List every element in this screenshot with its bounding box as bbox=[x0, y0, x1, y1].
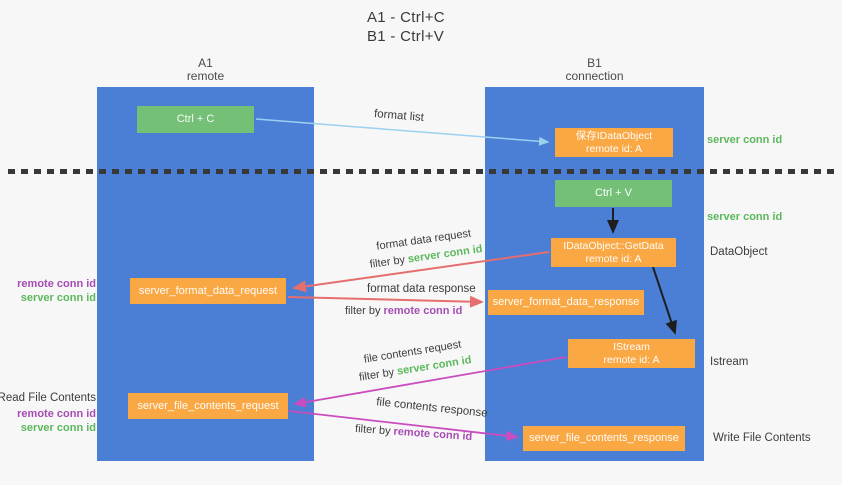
conn-id-annotations-bottom-left: remote conn id server conn id bbox=[0, 408, 96, 435]
lifeline-a-header: A1 remote bbox=[97, 57, 314, 83]
getdata-line2: remote id: A bbox=[585, 252, 642, 265]
ctrl-c-node: Ctrl + C bbox=[137, 106, 254, 133]
lifeline-b-name: B1 bbox=[587, 56, 602, 70]
save-idataobject-line1: 保存IDataObject bbox=[575, 129, 653, 142]
arrow-format-data-request bbox=[292, 251, 550, 293]
lifeline-b-header: B1 connection bbox=[485, 57, 704, 83]
format-data-response-label: format data response bbox=[367, 283, 476, 295]
server-file-contents-request-label: server_file_contents_request bbox=[137, 399, 279, 412]
istream-line1: IStream bbox=[613, 340, 650, 353]
ctrl-v-label: Ctrl + V bbox=[595, 187, 632, 199]
istream-node: IStream remote id: A bbox=[568, 339, 695, 368]
istream-annotation: Istream bbox=[710, 356, 749, 368]
arrow-format-list bbox=[255, 118, 550, 146]
diagram-title: A1 - Ctrl+C B1 - Ctrl+V bbox=[367, 8, 445, 46]
server-conn-id-annotation: server conn id bbox=[20, 291, 96, 304]
ctrl-v-node: Ctrl + V bbox=[555, 180, 672, 207]
lifeline-a-role: remote bbox=[186, 69, 225, 83]
read-file-contents-annotation: Read File Contents bbox=[0, 392, 96, 404]
getdata-line1: IDataObject::GetData bbox=[563, 239, 664, 252]
server-conn-id-annotation: server conn id bbox=[20, 421, 96, 434]
server-file-contents-response-label: server_file_contents_response bbox=[529, 432, 679, 444]
remote-conn-id-annotation: remote conn id bbox=[17, 408, 96, 420]
istream-line2: remote id: A bbox=[603, 353, 660, 366]
conn-id-annotations-top-left: remote conn id server conn id bbox=[0, 278, 96, 305]
remote-conn-id-text: remote conn id bbox=[383, 305, 463, 317]
save-idataobject-line2: remote id: A bbox=[585, 142, 643, 155]
arrow-file-contents-response bbox=[288, 410, 519, 442]
arrow-file-contents-request bbox=[293, 356, 567, 408]
server-format-data-response-label: server_format_data_response bbox=[492, 296, 640, 308]
remote-conn-id-annotation: remote conn id bbox=[17, 278, 96, 290]
server-format-data-request-label: server_format_data_request bbox=[138, 284, 278, 297]
save-idataobject-node: 保存IDataObject remote id: A bbox=[555, 128, 673, 157]
filter-by-text: filter by bbox=[345, 305, 381, 317]
arrow-format-data-response bbox=[287, 295, 484, 308]
dataobject-annotation: DataObject bbox=[710, 246, 768, 258]
server-file-contents-response-node: server_file_contents_response bbox=[523, 426, 685, 451]
filter-by-text: filter by bbox=[354, 422, 391, 438]
server-conn-id-annotation-mid: server conn id bbox=[707, 211, 783, 223]
arrow-getdata-to-istream bbox=[652, 266, 677, 335]
lifeline-b-role: connection bbox=[565, 69, 624, 83]
server-file-contents-request-node: server_file_contents_request bbox=[128, 393, 288, 419]
phase-separator-dotted-line bbox=[8, 169, 836, 174]
write-file-contents-annotation: Write File Contents bbox=[713, 432, 811, 444]
getdata-node: IDataObject::GetData remote id: A bbox=[551, 238, 676, 267]
ctrl-c-label: Ctrl + C bbox=[176, 113, 215, 125]
title-line-1: A1 - Ctrl+C bbox=[367, 9, 445, 26]
server-format-data-request-node: server_format_data_request bbox=[130, 278, 286, 304]
title-line-2: B1 - Ctrl+V bbox=[367, 28, 445, 45]
server-conn-id-annotation-top: server conn id bbox=[707, 134, 783, 146]
lifeline-a-name: A1 bbox=[198, 56, 213, 70]
server-format-data-response-node: server_format_data_response bbox=[488, 290, 644, 315]
